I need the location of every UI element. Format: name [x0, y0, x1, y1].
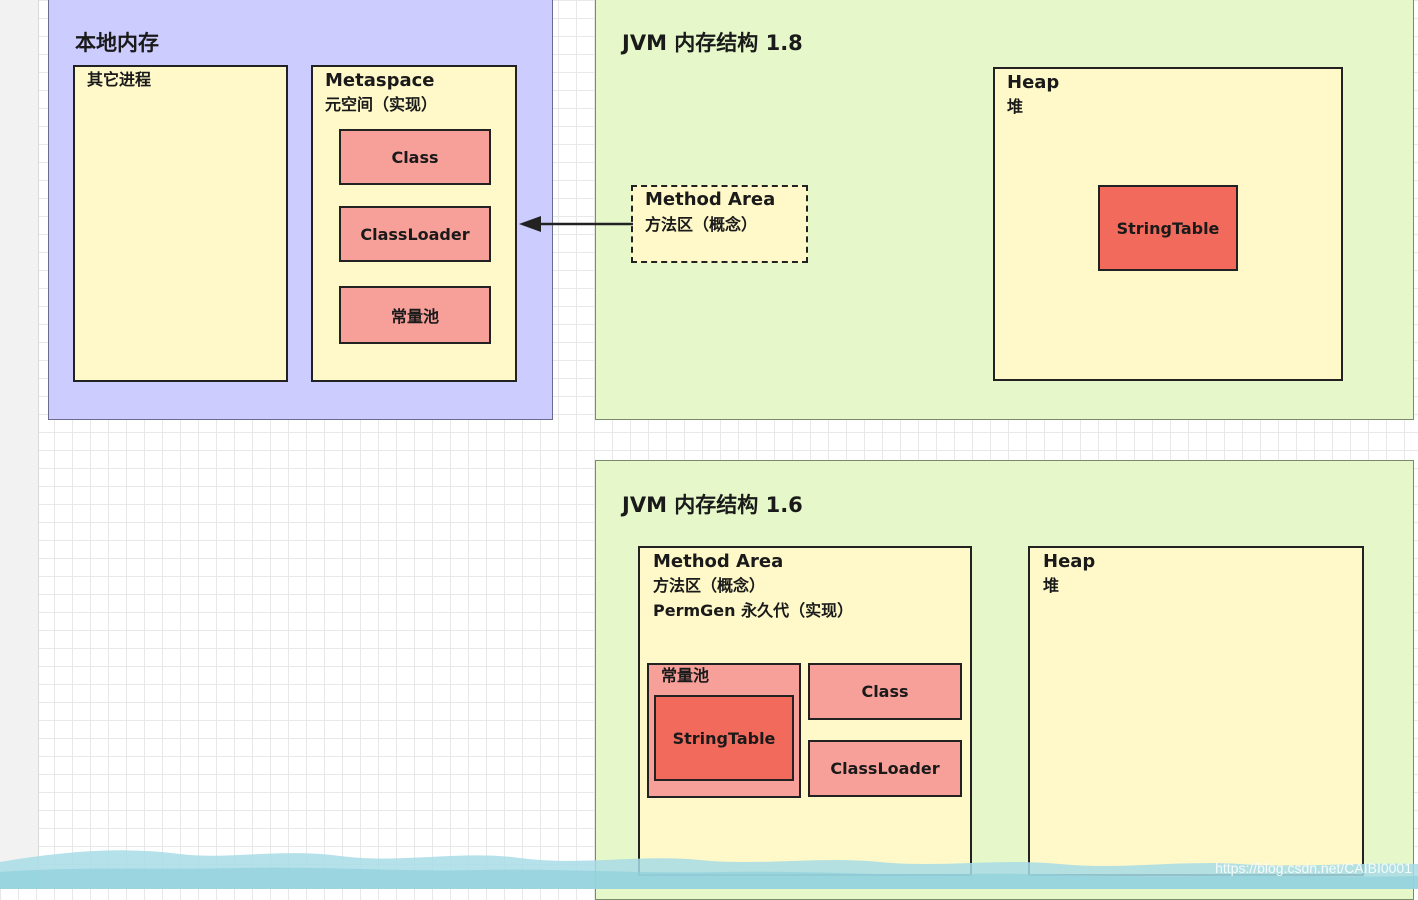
jvm18-heap-subtitle: 堆: [1007, 97, 1024, 116]
jvm16-title: JVM 内存结构 1.6: [622, 493, 803, 517]
jvm16-constant-pool-label: 常量池: [661, 666, 710, 685]
jvm18-title: JVM 内存结构 1.8: [622, 31, 803, 55]
jvm18-stringtable-label: StringTable: [1116, 218, 1220, 238]
metaspace-classloader-label: ClassLoader: [360, 224, 470, 244]
jvm18-method-area-subtitle: 方法区（概念）: [645, 215, 758, 234]
jvm16-method-area-title: Method Area: [653, 551, 784, 572]
metaspace-subtitle: 元空间（实现）: [325, 95, 438, 114]
jvm16-constant-pool-box: 常量池 StringTable: [647, 663, 801, 798]
metaspace-class-box: Class: [339, 129, 491, 185]
jvm18-heap-box: Heap 堆 StringTable: [993, 67, 1343, 381]
native-memory-title: 本地内存: [75, 31, 159, 55]
metaspace-constant-pool-label: 常量池: [390, 307, 439, 326]
watermark: https://blog.csdn.net/CAIBI0001: [1215, 860, 1412, 876]
left-gutter: [0, 0, 39, 889]
metaspace-box: Metaspace 元空间（实现） Class ClassLoader 常量池: [311, 65, 517, 382]
metaspace-constant-pool-box: 常量池: [339, 286, 491, 344]
jvm16-stringtable-box: StringTable: [654, 695, 794, 781]
other-process-box: 其它进程: [73, 65, 288, 382]
jvm18-region: JVM 内存结构 1.8 Method Area 方法区（概念） Heap 堆 …: [595, 0, 1414, 420]
jvm16-class-box: Class: [808, 663, 962, 720]
jvm16-heap-box: Heap 堆: [1028, 546, 1364, 876]
jvm16-class-label: Class: [861, 682, 909, 701]
native-memory-region: 本地内存 其它进程 Metaspace 元空间（实现） Class ClassL…: [48, 0, 553, 420]
jvm16-region: JVM 内存结构 1.6 Method Area 方法区（概念） PermGen…: [595, 460, 1414, 900]
jvm16-heap-subtitle: 堆: [1043, 576, 1060, 595]
metaspace-classloader-box: ClassLoader: [339, 206, 491, 262]
jvm16-method-area-box: Method Area 方法区（概念） PermGen 永久代（实现） 常量池 …: [638, 546, 972, 876]
metaspace-title: Metaspace: [325, 70, 435, 91]
jvm18-heap-title: Heap: [1007, 72, 1060, 93]
implementation-arrow: [519, 216, 633, 232]
jvm16-stringtable-label: StringTable: [672, 728, 776, 748]
jvm18-method-area-title: Method Area: [645, 189, 776, 210]
jvm16-classloader-label: ClassLoader: [830, 759, 940, 778]
jvm16-heap-title: Heap: [1043, 551, 1096, 572]
arrow-head: [519, 216, 541, 232]
jvm16-method-area-concept: 方法区（概念）: [653, 576, 766, 595]
jvm18-stringtable-box: StringTable: [1098, 185, 1238, 271]
metaspace-class-label: Class: [391, 147, 439, 167]
other-process-label: 其它进程: [87, 70, 152, 89]
jvm16-permgen-label: PermGen 永久代（实现）: [653, 601, 854, 620]
jvm16-classloader-box: ClassLoader: [808, 740, 962, 797]
jvm18-method-area-box: Method Area 方法区（概念）: [631, 185, 808, 263]
decorative-water-band: [0, 850, 1418, 889]
